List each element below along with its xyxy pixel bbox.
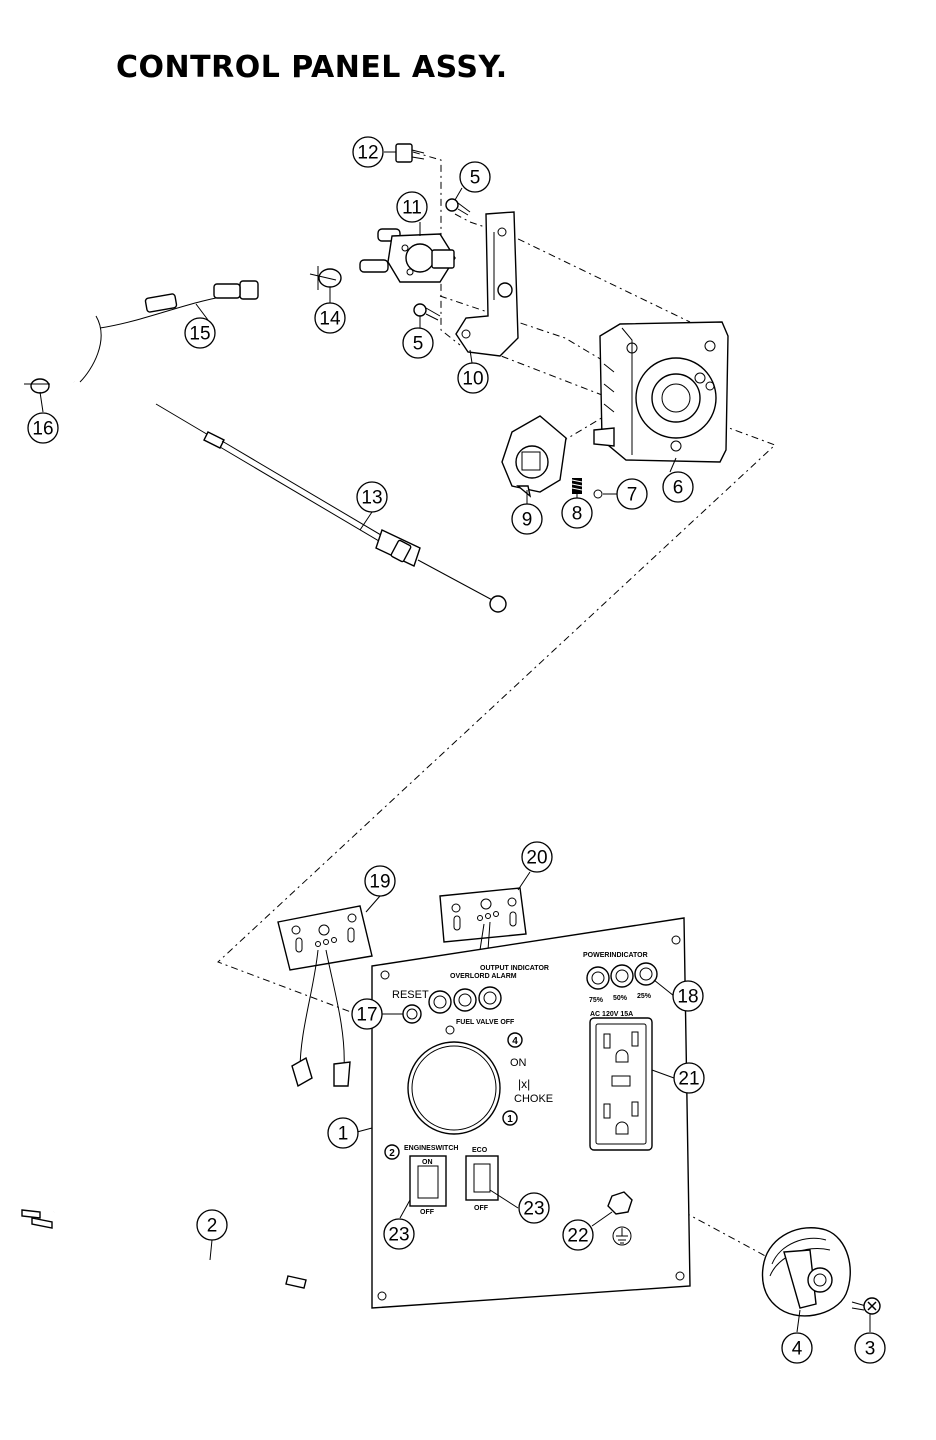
- fuel-valve-off-label: FUEL VALVE OFF: [456, 1019, 515, 1026]
- callout-23-right: 23: [518, 1192, 550, 1224]
- callout-label: 20: [526, 848, 547, 869]
- callout-22: 22: [562, 1219, 594, 1251]
- callout-8: 8: [561, 497, 593, 529]
- screw-5-lower: [413, 303, 441, 321]
- callout-label: 13: [361, 488, 382, 509]
- callout-label: 9: [522, 510, 533, 531]
- callout-19: 19: [364, 865, 396, 897]
- callout-label: 14: [319, 309, 341, 330]
- choke-lever-9: [501, 415, 567, 498]
- callout-5-top: 5: [459, 161, 491, 193]
- svg-text:1: 1: [507, 1114, 513, 1125]
- callout-label: 12: [357, 143, 378, 164]
- eco-switch-off-label: OFF: [474, 1205, 489, 1212]
- callout-14: 14: [314, 302, 346, 334]
- callout-label: 18: [677, 987, 698, 1008]
- callout-label: 4: [792, 1339, 803, 1360]
- valve-bracket-10: [455, 211, 519, 357]
- svg-text:|x|: |x|: [518, 1077, 530, 1091]
- terminal-plate-20: [439, 887, 527, 951]
- callout-16: 16: [27, 412, 59, 444]
- callout-label: 3: [865, 1339, 876, 1360]
- screw-5-top: [445, 198, 471, 216]
- callout-label: 19: [369, 872, 390, 893]
- callout-3: 3: [854, 1332, 886, 1364]
- engine-switch-on-label: ON: [422, 1159, 433, 1166]
- terminal-plate-19: [277, 905, 373, 1088]
- callout-10: 10: [457, 362, 489, 394]
- screw-12: [395, 143, 425, 163]
- callout-4: 4: [781, 1332, 813, 1364]
- callout-label: 15: [189, 324, 210, 345]
- callout-label: 23: [523, 1199, 544, 1220]
- svg-text:4: 4: [512, 1036, 518, 1047]
- engine-switch-label: ENGINESWITCH: [404, 1145, 458, 1152]
- wire-harness-2: [21, 1199, 307, 1289]
- eco-label: ECO: [472, 1147, 488, 1154]
- fuel-hose-part: [61, 280, 259, 386]
- ac-rating-label: AC 120V 15A: [590, 1011, 633, 1018]
- callout-label: 7: [627, 485, 638, 506]
- control-panel-1: RESET OVERLORD ALARM OUTPUT INDICATOR PO…: [371, 917, 691, 1309]
- callout-label: 2: [207, 1216, 218, 1237]
- callout-15: 15: [184, 317, 216, 349]
- callout-2: 2: [196, 1209, 228, 1241]
- choke-cable-13: [155, 403, 507, 613]
- hose-clip-14: [309, 266, 342, 290]
- callout-18: 18: [672, 980, 704, 1012]
- reset-label: RESET: [392, 989, 429, 1001]
- callout-17: 17: [351, 998, 383, 1030]
- callout-9: 9: [511, 503, 543, 535]
- callout-23-left: 23: [383, 1218, 415, 1250]
- callout-label: 22: [567, 1226, 588, 1247]
- callout-label: 8: [572, 504, 583, 525]
- pct-25-label: 25%: [637, 993, 652, 1000]
- callout-21: 21: [673, 1062, 705, 1094]
- callout-20: 20: [521, 841, 553, 873]
- pct-50-label: 50%: [613, 995, 628, 1002]
- callout-label: 5: [470, 168, 481, 189]
- leader-lines: [39, 151, 871, 1333]
- fuel-valve-11: [359, 228, 456, 283]
- pct-75-label: 75%: [589, 997, 604, 1004]
- control-housing-6: [593, 321, 729, 463]
- ball-7: [593, 489, 603, 499]
- spring-8: [571, 478, 583, 494]
- overlord-alarm-label: OVERLORD ALARM: [450, 973, 517, 980]
- callout-label: 10: [462, 369, 483, 390]
- callout-1: 1: [327, 1117, 359, 1149]
- output-indicator-label: OUTPUT INDICATOR: [480, 965, 549, 972]
- power-indicator-label: POWERINDICATOR: [583, 952, 648, 959]
- choke-knob-4: [761, 1227, 851, 1317]
- hose-clip-16: [24, 378, 50, 394]
- callout-5-lower: 5: [402, 327, 434, 359]
- choke-label: CHOKE: [514, 1093, 553, 1105]
- callout-label: 6: [673, 478, 684, 499]
- callout-label: 16: [32, 419, 53, 440]
- callout-13: 13: [356, 481, 388, 513]
- engine-switch-off-label: OFF: [420, 1209, 435, 1216]
- page-title: CONTROL PANEL ASSY.: [116, 50, 508, 85]
- callout-label: 5: [413, 334, 424, 355]
- callout-label: 11: [402, 198, 422, 219]
- on-label: ON: [510, 1057, 527, 1069]
- callout-label: 17: [356, 1005, 377, 1026]
- svg-text:2: 2: [389, 1148, 395, 1159]
- callout-7: 7: [616, 478, 648, 510]
- callout-label: 21: [678, 1069, 699, 1090]
- callout-6: 6: [662, 471, 694, 503]
- callout-label: 1: [338, 1124, 349, 1145]
- callout-label: 23: [388, 1225, 409, 1246]
- callout-12: 12: [352, 136, 384, 168]
- knob-screw-3: [851, 1297, 881, 1315]
- callout-11: 11: [396, 191, 428, 223]
